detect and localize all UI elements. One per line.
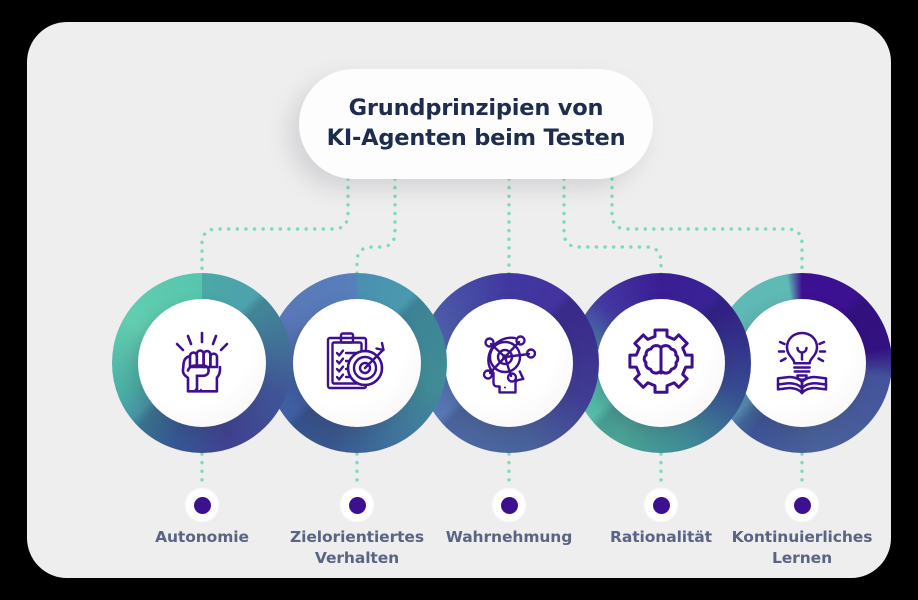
connector-path-5 (610, 177, 804, 282)
brain-network-head-icon (482, 335, 537, 394)
node-label-3: Wahrnehmung (445, 528, 573, 546)
node-rationalitaet[interactable] (571, 273, 751, 453)
connector-path-4 (562, 177, 663, 282)
connector-path-2 (355, 177, 397, 282)
infographic-card: Grundprinzipien von KI-Agenten beim Test… (27, 22, 891, 578)
lightbulb-book-icon (776, 331, 828, 395)
node-label-1: Autonomie (155, 528, 249, 546)
pin-dot-3 (491, 487, 527, 523)
pin-dot-4 (643, 487, 679, 523)
pin-dot-5 (784, 487, 820, 523)
node-wahrnehmung[interactable] (419, 273, 599, 453)
clipboard-target-icon (326, 332, 385, 390)
node-icon-disc-5 (738, 299, 866, 427)
node-zielorientiertes-verhalten[interactable] (267, 273, 447, 453)
node-autonomie[interactable] (112, 273, 292, 453)
node-label-2: Zielorientiertes Verhalten (290, 528, 424, 567)
node-icon-disc-1 (138, 299, 266, 427)
node-label-5: Kontinuierliches Lernen (731, 528, 873, 567)
gear-brain-icon (628, 328, 694, 394)
node-icon-disc-4 (597, 299, 725, 427)
title-pill: Grundprinzipien von KI-Agenten beim Test… (299, 69, 653, 179)
raised-fist-icon (175, 331, 229, 393)
connector-path-1 (200, 177, 350, 282)
pin-dot-2 (339, 487, 375, 523)
page-title: Grundprinzipien von KI-Agenten beim Test… (326, 95, 626, 151)
node-label-4: Rationalität (610, 528, 712, 546)
node-icon-disc-2 (293, 299, 421, 427)
node-icon-disc-3 (445, 299, 573, 427)
pin-dot-1 (184, 487, 220, 523)
